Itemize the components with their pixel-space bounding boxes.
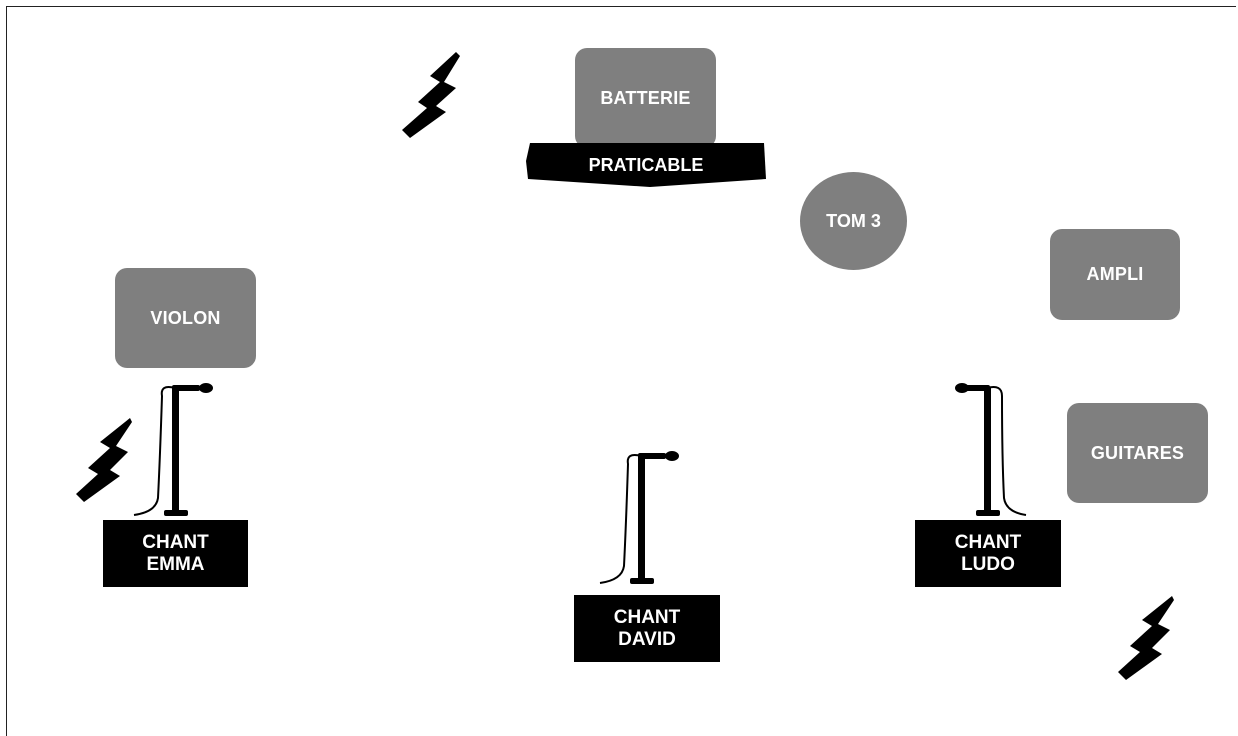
ampli-box: AMPLI xyxy=(1050,229,1180,320)
mic-label-line2: EMMA xyxy=(146,553,205,575)
diagram-frame xyxy=(6,6,1236,736)
mic-label-line1: CHANT xyxy=(142,531,209,553)
batterie-label: BATTERIE xyxy=(600,87,691,108)
mic-label-line2: DAVID xyxy=(618,628,676,650)
guitares-box: GUITARES xyxy=(1067,403,1208,503)
mic-label-emma: CHANT EMMA xyxy=(103,520,248,587)
violon-label: VIOLON xyxy=(150,307,221,328)
microphone-stand-icon xyxy=(133,383,213,516)
microphone-stand-icon xyxy=(599,451,679,584)
ampli-label: AMPLI xyxy=(1086,264,1144,284)
tom3-label: TOM 3 xyxy=(826,210,881,231)
mic-label-ludo: CHANT LUDO xyxy=(915,520,1061,587)
lightning-icon xyxy=(1118,596,1174,680)
mic-label-line1: CHANT xyxy=(613,606,681,628)
lightning-icon xyxy=(76,418,132,502)
guitares-label: GUITARES xyxy=(1090,442,1185,463)
tom3-circle: TOM 3 xyxy=(800,172,907,270)
microphone-stand-icon xyxy=(955,383,1027,516)
violon-box: VIOLON xyxy=(115,268,256,368)
mic-label-line1: CHANT xyxy=(954,531,1022,553)
praticable-label: PRATICABLE xyxy=(588,155,704,175)
praticable-shape xyxy=(526,143,766,187)
batterie-box: BATTERIE xyxy=(575,48,716,148)
mic-label-david: CHANT DAVID xyxy=(574,595,720,662)
mic-label-line2: LUDO xyxy=(961,553,1015,575)
lightning-icon xyxy=(402,52,460,138)
